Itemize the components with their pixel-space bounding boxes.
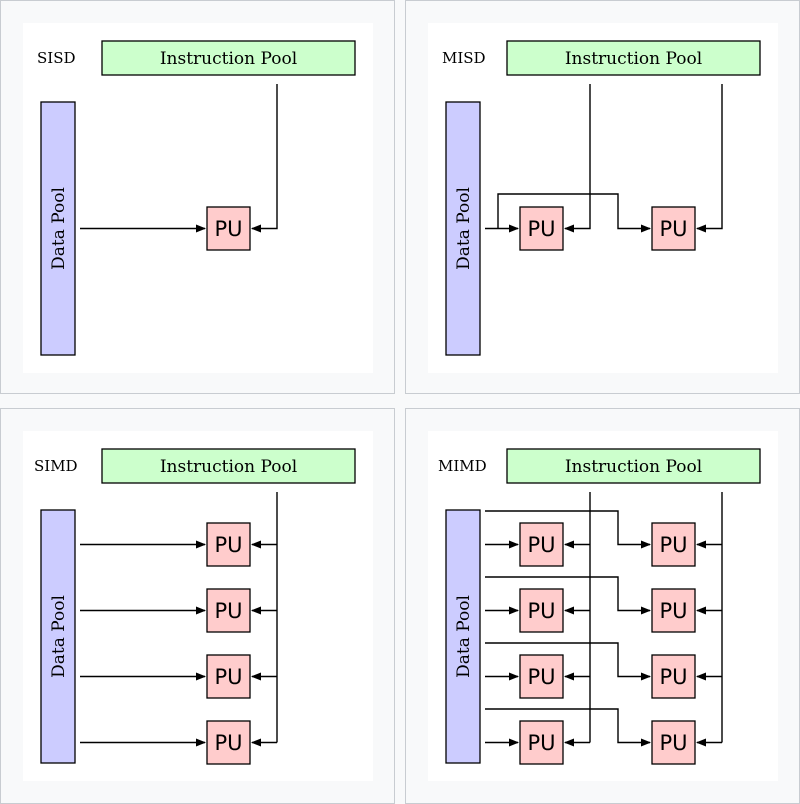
processing-unit: [519, 522, 564, 567]
misd-panel: MISD Instruction Pool Data Pool PU PU: [405, 0, 800, 394]
data-pool: [445, 509, 481, 764]
data-stream-arrow: [485, 510, 651, 549]
pu-label: PU: [527, 731, 555, 755]
pu-label: PU: [659, 533, 687, 557]
pu-label: PU: [527, 217, 555, 241]
data-pool-label: Data Pool: [49, 595, 69, 678]
data-stream-arrow: [497, 193, 651, 233]
processing-unit: [519, 720, 564, 765]
data-pool-label: Data Pool: [454, 187, 474, 270]
mimd-panel: MIMD Instruction Pool Data Pool PU PU PU…: [405, 408, 800, 804]
data-stream-arrow: [485, 642, 651, 681]
mimd-diagram: MIMD Instruction Pool Data Pool PU PU PU…: [438, 448, 761, 765]
panel-title: MIMD: [438, 457, 487, 475]
processing-unit: [206, 522, 251, 567]
instruction-pool: [506, 40, 761, 76]
data-stream-arrow: [485, 576, 651, 615]
misd-canvas: MISD Instruction Pool Data Pool PU PU: [428, 23, 778, 373]
sisd-canvas: SISD Instruction Pool Data Pool PU: [23, 23, 373, 373]
instruction-pool: [101, 40, 356, 76]
pu-label: PU: [527, 599, 555, 623]
panel-title: MISD: [442, 49, 486, 67]
processing-unit: [206, 654, 251, 699]
panel-title: SISD: [37, 49, 76, 67]
pu-label: PU: [659, 217, 687, 241]
pu-label: PU: [659, 731, 687, 755]
pu-label: PU: [659, 599, 687, 623]
processing-unit: [519, 654, 564, 699]
processing-unit: [651, 720, 696, 765]
processing-unit: [651, 522, 696, 567]
instruction-stream-arrow: [251, 84, 278, 233]
simd-diagram: SIMD Instruction Pool Data Pool PU PU PU…: [34, 448, 356, 765]
instruction-pool-label: Instruction Pool: [565, 457, 702, 477]
instruction-stream-arrow: [696, 84, 723, 233]
sisd-diagram: SISD Instruction Pool Data Pool PU: [37, 40, 356, 356]
pu-label: PU: [527, 533, 555, 557]
sisd-panel: SISD Instruction Pool Data Pool PU: [0, 0, 395, 394]
processing-unit: [206, 206, 251, 251]
panel-title: SIMD: [34, 457, 78, 475]
pu-label: PU: [214, 599, 242, 623]
instruction-stream-arrow: [564, 84, 591, 233]
processing-unit: [651, 588, 696, 633]
data-pool-label: Data Pool: [49, 187, 69, 270]
pu-label: PU: [214, 665, 242, 689]
instruction-pool-label: Instruction Pool: [565, 49, 702, 69]
pu-label: PU: [214, 533, 242, 557]
pu-label: PU: [527, 665, 555, 689]
mimd-canvas: MIMD Instruction Pool Data Pool PU PU PU…: [428, 431, 778, 781]
data-stream-arrow: [485, 708, 651, 747]
processing-unit: [519, 588, 564, 633]
pu-label: PU: [214, 217, 242, 241]
data-pool: [445, 101, 481, 356]
processing-unit: [651, 206, 696, 251]
processing-unit: [519, 206, 564, 251]
instruction-pool-label: Instruction Pool: [160, 457, 297, 477]
processing-unit: [206, 720, 251, 765]
instruction-pool: [101, 448, 356, 484]
instruction-pool-label: Instruction Pool: [160, 49, 297, 69]
pu-label: PU: [659, 665, 687, 689]
misd-diagram: MISD Instruction Pool Data Pool PU PU: [442, 40, 761, 356]
pu-label: PU: [214, 731, 242, 755]
processing-unit: [206, 588, 251, 633]
processing-unit: [651, 654, 696, 699]
data-pool-label: Data Pool: [454, 595, 474, 678]
instruction-pool: [506, 448, 761, 484]
simd-canvas: SIMD Instruction Pool Data Pool PU PU PU…: [23, 431, 373, 781]
data-pool: [40, 509, 76, 764]
simd-panel: SIMD Instruction Pool Data Pool PU PU PU…: [0, 408, 395, 804]
data-pool: [40, 101, 76, 356]
